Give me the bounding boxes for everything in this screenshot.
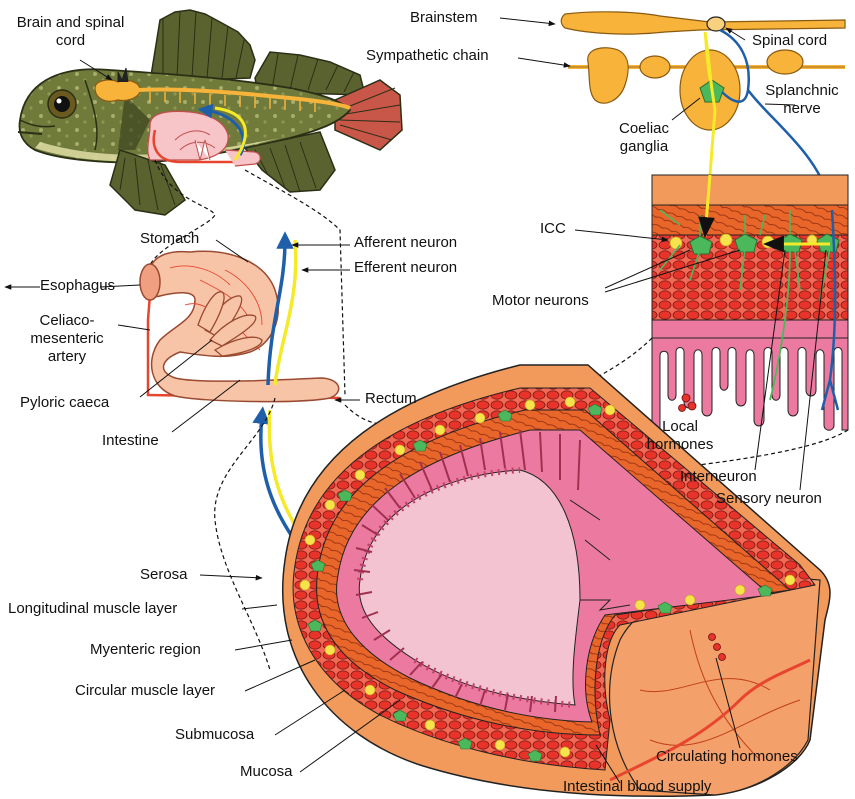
label-mucosa: Mucosa	[240, 763, 293, 781]
fish-brain	[95, 80, 140, 101]
label-sensory-neuron: Sensory neuron	[716, 490, 822, 508]
label-pyloric-caeca: Pyloric caeca	[20, 394, 109, 412]
label-circular-muscle-layer: Circular muscle layer	[75, 682, 215, 700]
dorsal-fin	[150, 10, 255, 82]
label-spinal-cord: Spinal cord	[752, 32, 827, 50]
label-coeliac-ganglia: Coeliac ganglia	[604, 120, 684, 156]
label-efferent-neuron: Efferent neuron	[354, 259, 457, 277]
label-esophagus: Esophagus	[40, 277, 115, 295]
label-intestinal-blood-supply: Intestinal blood supply	[563, 778, 711, 796]
label-splanchnic-nerve: Splanchnic nerve	[752, 82, 852, 118]
label-serosa: Serosa	[140, 566, 188, 584]
label-brain: Brain and spinal cord	[8, 14, 133, 50]
villi	[652, 338, 848, 430]
label-local-hormones: Local hormones	[640, 418, 720, 454]
label-circulating-hormones: Circulating hormones	[656, 748, 798, 766]
brainstem-shape	[561, 12, 845, 34]
label-brainstem: Brainstem	[410, 9, 478, 27]
intestine-cross-section	[283, 365, 830, 796]
label-stomach: Stomach	[140, 230, 199, 248]
label-motor-neurons: Motor neurons	[492, 292, 589, 310]
label-sympathetic-chain: Sympathetic chain	[366, 47, 489, 65]
label-submucosa: Submucosa	[175, 726, 254, 744]
label-afferent-neuron: Afferent neuron	[354, 234, 457, 252]
enteric-wall-section	[652, 175, 848, 430]
label-celiaco-mesenteric-artery: Celiaco- mesenteric artery	[12, 312, 122, 366]
spinal-cord-section	[707, 17, 725, 31]
label-longitudinal-muscle-layer: Longitudinal muscle layer	[8, 600, 177, 618]
label-icc: ICC	[540, 220, 566, 238]
label-interneuron: Interneuron	[680, 468, 757, 486]
label-intestine: Intestine	[102, 432, 159, 450]
label-rectum: Rectum	[365, 390, 417, 408]
label-myenteric-region: Myenteric region	[90, 641, 201, 659]
